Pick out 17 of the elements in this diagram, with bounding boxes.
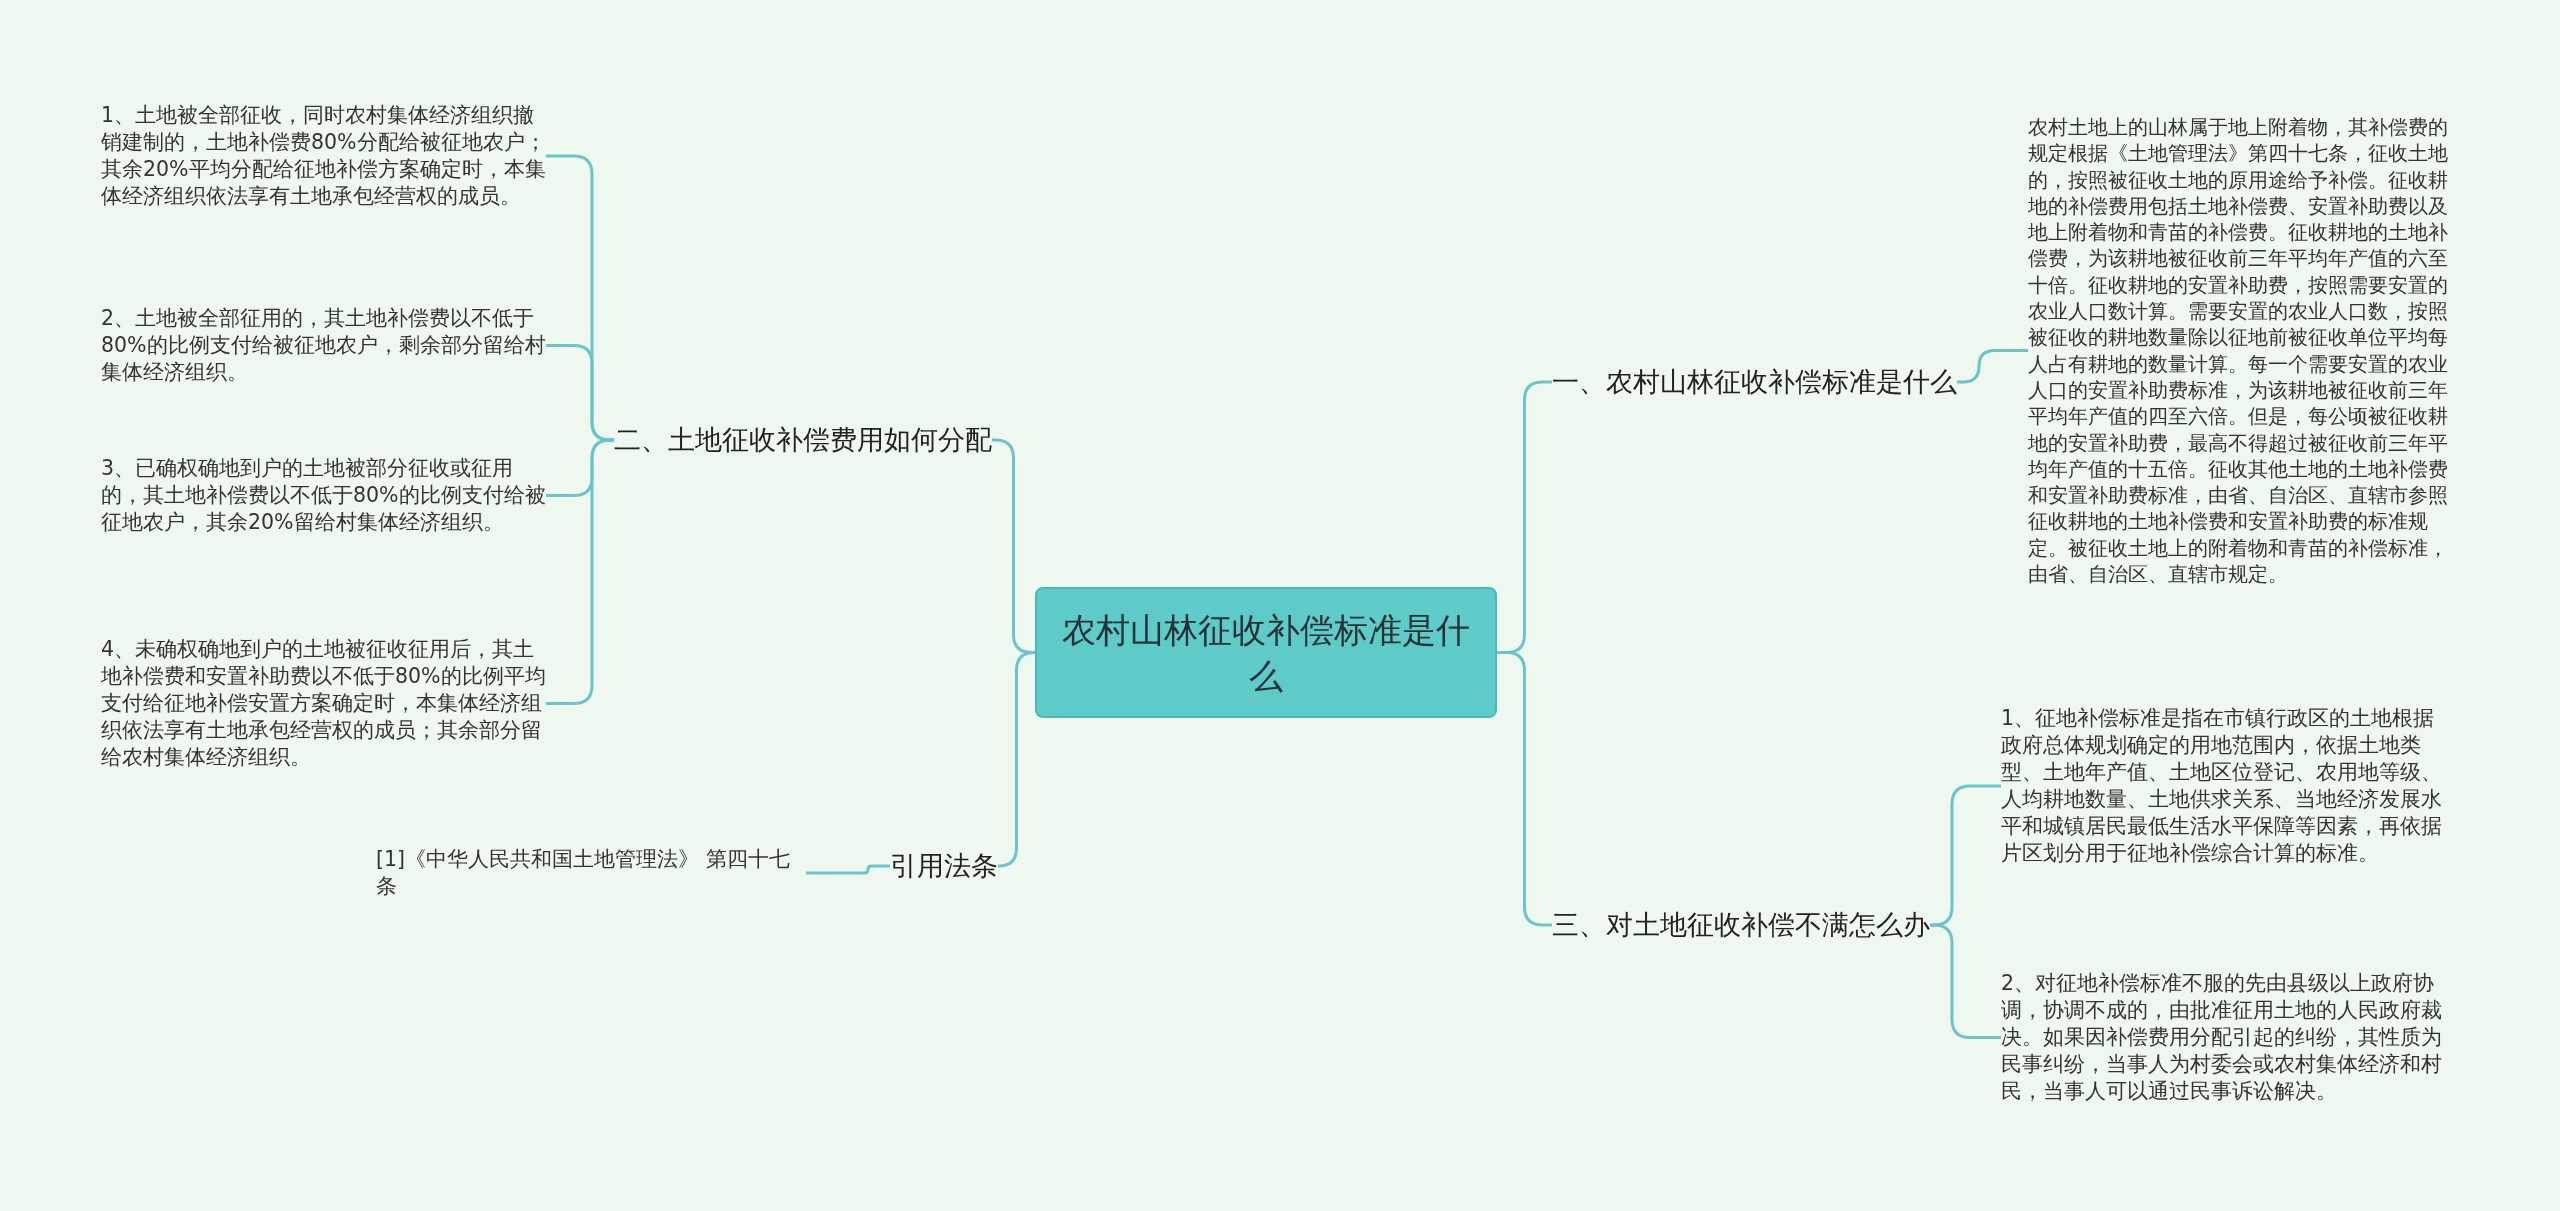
branch-label: 三、对土地征收补偿不满怎么办: [1552, 905, 1930, 945]
connector-line: [1930, 923, 2001, 1039]
note-text: 农村土地上的山林属于地上附着物，其补偿费的规定根据《土地管理法》第四十七条，征收土地的，按照被征收土地的原用途给予补偿。征收耕地的补偿费用包括土地补偿费、安置补助费以及地上附着物和青苗的补偿费。征收耕地的土地补偿费，为该耕地被征收前三年平均年产值的六至十倍。征收耕地的安置补助费，按照需要安置的农业人口数计算。需要安置的农业人口数，按照被征收的耕地数量除以征地前被征收单位平均每人占有耕地的数量计算。每一个需要安置的农业人口的安置补助费标准，为该耕地被征收前三年平均年产值的四至六倍。但是，每公顷被征收耕地的安置补助费，最高不得超过被征收前三年平均年产值的十五倍。征收其他土地的土地补偿费和安置补助费标准，由省、自治区、直辖市参照征收耕地的土地补偿费和安置补助费的标准规定。被征收土地上的附着物和青苗的补偿标准，由省、自治区、直辖市规定。: [2028, 114, 2448, 588]
note-text: 2、土地被全部征用的，其土地补偿费以不低于80%的比例支付给被征地农户，剩余部分留给村集体经济组织。: [101, 305, 546, 386]
note-text: 2、对征地补偿标准不服的先由县级以上政府协调，协调不成的，由批准征用土地的人民政府裁决。如果因补偿费用分配引起的纠纷，其性质为民事纠纷，当事人为村委会或农村集体经济和村民，当事人可以通过民事诉讼解决。: [2001, 970, 2446, 1105]
branch-label: 一、农村山林征收补偿标准是什么: [1552, 362, 1957, 402]
connector-line: [546, 438, 614, 705]
note-text: 1、征地补偿标准是指在市镇行政区的土地根据政府总体规划确定的用地范围内，依据土地类型、土地年产值、土地区位登记、农用地等级、人均耕地数量、土地供求关系、当地经济发展水平和城镇居民最低生活水平保障等因素，再依据片区划分用于征地补偿综合计算的标准。: [2001, 705, 2446, 867]
branch-label: 引用法条: [890, 846, 998, 886]
note-text: 4、未确权确地到户的土地被征收征用后，其土地补偿费和安置补助费以不低于80%的比例平均支付给征地补偿安置方案确定时，本集体经济组织依法享有土地承包经营权的成员；其余部分留给农村集体经济组织。: [101, 636, 546, 771]
connector-line: [806, 864, 890, 875]
note-text: 1、土地被全部征收，同时农村集体经济组织撤销建制的，土地补偿费80%分配给被征地农户；其余20%平均分配给征地补偿方案确定时，本集体经济组织依法享有土地承包经营权的成员。: [101, 102, 546, 210]
note-text: 3、已确权确地到户的土地被部分征收或征用的，其土地补偿费以不低于80%的比例支付给被征地农户，其余20%留给村集体经济组织。: [101, 455, 546, 536]
citation-text: [1]《中华人民共和国土地管理法》 第四十七条: [376, 846, 806, 900]
connector-line: [1957, 349, 2028, 384]
branch-label: 二、土地征收补偿费用如何分配: [614, 420, 992, 460]
topic-box: 农村山林征收补偿标准是什么: [1035, 587, 1497, 718]
